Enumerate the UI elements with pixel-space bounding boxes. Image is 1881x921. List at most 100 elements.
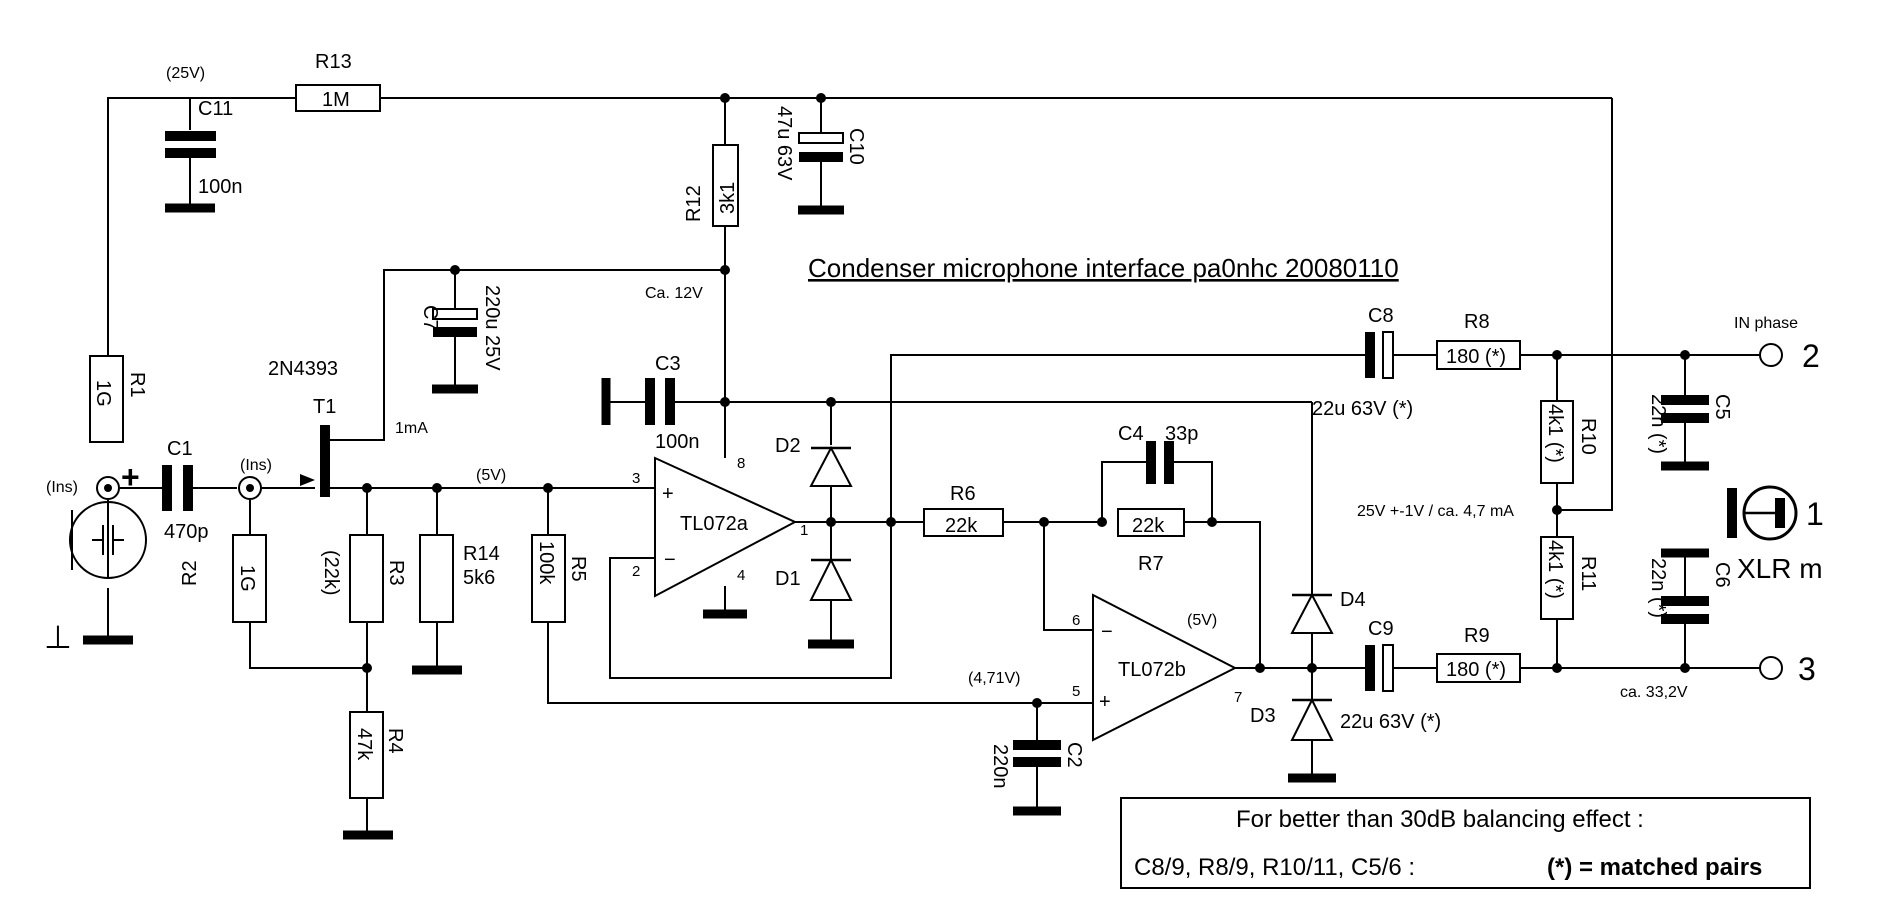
label-opamp-b-pin7: 7	[1234, 689, 1242, 706]
label-opamp-a: TL072a	[680, 513, 749, 535]
label-C5-ref: C5	[1711, 394, 1733, 420]
label-R14-ref: R14	[463, 543, 500, 565]
label-R11-ref: R11	[1577, 556, 1599, 591]
label-v-mid: 25V +-1V / ca. 4,7 mA	[1357, 503, 1514, 520]
capacitor-C7	[432, 308, 478, 337]
output-terminal-pin3	[1759, 656, 1783, 680]
capacitor-C4	[1146, 441, 1174, 484]
resistor-R9	[1436, 653, 1521, 683]
label-xlr-pin3: 3	[1798, 651, 1816, 687]
label-R10-ref: R10	[1577, 418, 1599, 455]
label-ins-mic: (Ins)	[46, 479, 78, 496]
resistor-R12	[712, 144, 739, 227]
label-R8-value: 180 (*)	[1446, 346, 1506, 368]
label-v25: (25V)	[166, 65, 205, 82]
label-R4-value: 47k	[353, 728, 375, 761]
label-R3-value: (22k)	[320, 550, 342, 596]
label-C8-value: 22u 63V (*)	[1312, 398, 1413, 420]
resistor-R1	[89, 355, 124, 443]
opamp-TL072a	[654, 456, 798, 598]
transistor-T1	[300, 425, 330, 497]
note-box	[1120, 797, 1811, 889]
label-R3-ref: R3	[385, 560, 407, 586]
label-R1-value: 1G	[92, 380, 114, 407]
note-line2a: C8/9, R8/9, R10/11, C5/6 :	[1134, 854, 1415, 881]
label-R5-ref: R5	[567, 556, 589, 582]
label-C9-value: 22u 63V (*)	[1340, 711, 1441, 733]
label-D3-ref: D3	[1250, 705, 1276, 727]
resistor-R4	[349, 711, 384, 799]
resistor-R3	[349, 534, 384, 623]
capacitor-C9	[1365, 644, 1394, 692]
label-C6-ref: C6	[1711, 562, 1733, 588]
label-C4-value: 33p	[1165, 423, 1198, 445]
capacitor-C8	[1365, 331, 1394, 379]
capacitor-C2	[1013, 740, 1061, 767]
label-C11-value: 100n	[198, 176, 243, 198]
xlr-pin1-symbol	[1727, 485, 1798, 541]
diode-D2	[809, 445, 853, 487]
label-R6-ref: R6	[950, 483, 976, 505]
label-opamp-a-pin1: 1	[800, 522, 808, 539]
label-D1-ref: D1	[775, 568, 801, 590]
label-v332: ca. 33,2V	[1620, 684, 1688, 701]
label-C10-ref: C10	[845, 128, 867, 165]
label-R7-value: 22k	[1132, 515, 1165, 537]
label-opamp-b-minus: −	[1101, 621, 1113, 643]
resistor-R13	[295, 84, 381, 112]
capacitor-C11	[165, 131, 216, 158]
label-R1-ref: R1	[126, 372, 148, 398]
resistor-R10	[1540, 400, 1574, 484]
label-C11-ref: C11	[198, 98, 233, 120]
opamp-TL072b	[1044, 593, 1238, 742]
label-C2-ref: C2	[1063, 742, 1085, 768]
label-C9-ref: C9	[1368, 618, 1394, 640]
label-R12-ref: R12	[683, 185, 705, 222]
label-R9-ref: R9	[1464, 625, 1490, 647]
label-mic-ground: ⊥	[44, 619, 72, 655]
label-C6-value: 22n (*)	[1647, 558, 1669, 618]
label-T1-ref: T1	[313, 396, 336, 418]
schematic-title: Condenser microphone interface pa0nhc 20…	[808, 253, 1399, 283]
label-opamp-a-minus: −	[664, 549, 676, 571]
label-C8-ref: C8	[1368, 305, 1394, 327]
label-R4-ref: R4	[384, 728, 406, 754]
label-opamp-b-pin6: 6	[1072, 612, 1080, 629]
label-R13-value: 1M	[322, 89, 350, 111]
label-R13-ref: R13	[315, 51, 352, 73]
label-R5-value: 100k	[535, 541, 557, 585]
resistor-R2	[232, 534, 267, 623]
label-C2-value: 220n	[989, 744, 1011, 789]
label-C10-value: 47u 63V	[773, 106, 795, 181]
diode-D3	[1290, 697, 1334, 741]
resistor-R5	[531, 534, 566, 623]
wires	[107, 97, 1760, 832]
capacitor-C1	[162, 465, 193, 511]
ins-terminal-gate	[238, 476, 262, 500]
label-xlr-pin2: 2	[1802, 338, 1820, 374]
label-C7-ref: C7	[419, 305, 441, 331]
resistor-R8	[1436, 340, 1521, 370]
label-1ma: 1mA	[395, 420, 428, 437]
ins-terminal-mic	[96, 476, 120, 500]
label-C3-ref: C3	[655, 353, 681, 375]
label-R6-value: 22k	[945, 515, 978, 537]
capacitor-C6	[1661, 596, 1709, 624]
label-R7-ref: R7	[1138, 553, 1164, 575]
label-opamp-a-pin2: 2	[632, 563, 640, 580]
label-R2-ref: R2	[179, 560, 201, 586]
label-opamp-a-pin8: 8	[737, 455, 745, 472]
label-opamp-a-plus: +	[662, 483, 674, 505]
label-mic-plus: +	[121, 459, 140, 495]
label-C5-value: 22n (*)	[1647, 394, 1669, 454]
label-C1-value: 470p	[164, 521, 209, 543]
label-D4-ref: D4	[1340, 589, 1366, 611]
label-opamp-b-pin5: 5	[1072, 683, 1080, 700]
capacitor-C10	[798, 132, 844, 162]
capacitor-C3	[645, 378, 675, 425]
label-R12-value: 3k1	[717, 182, 739, 214]
label-R10-value: 4k1 (*)	[1544, 404, 1566, 463]
label-opamp-a-pin3: 3	[632, 470, 640, 487]
resistor-R11	[1540, 536, 1574, 620]
label-xlr-pin1: 1	[1806, 496, 1824, 532]
